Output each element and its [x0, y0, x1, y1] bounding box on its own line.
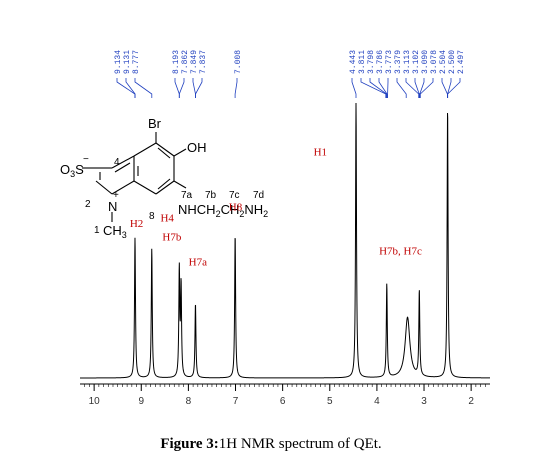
position-8: 8 — [149, 211, 155, 222]
peak-annotation-0: H2 — [130, 218, 143, 230]
shift-label-2.504: 2.504 — [439, 50, 448, 74]
minus-charge: − — [83, 154, 89, 165]
shift-leader-2.504 — [441, 78, 448, 98]
sulfonate-group: O3S — [60, 162, 84, 179]
shift-label-3.090: 3.090 — [421, 50, 430, 74]
caption-label: Figure 3: — [160, 436, 219, 452]
peak-annotation-5: H1 — [314, 146, 327, 158]
pyridine-bond — [111, 155, 135, 169]
x-tick-label-4: 4 — [374, 396, 380, 407]
shift-leader-3.090 — [419, 78, 425, 98]
side-position-7d: 7d — [253, 190, 264, 201]
shift-label-2.500: 2.500 — [448, 50, 457, 74]
x-tick-label-3: 3 — [421, 396, 427, 407]
x-tick-label-10: 10 — [89, 396, 101, 407]
shift-leader-2.500 — [447, 78, 452, 98]
peak-annotation-3: H7a — [189, 256, 207, 268]
figure-caption: Figure 3:1H NMR spectrum of QEt. — [0, 436, 542, 453]
shift-leader-7.008 — [234, 78, 238, 98]
shift-label-3.786: 3.786 — [376, 50, 385, 74]
br-atom: Br — [148, 116, 162, 131]
shift-leader-7.837 — [195, 78, 203, 98]
shift-leader-3.786 — [378, 78, 388, 98]
side-position-7a: 7a — [181, 190, 193, 201]
shift-label-3.798: 3.798 — [367, 50, 376, 74]
pyridine-bond — [111, 180, 135, 195]
nh-bond — [173, 180, 187, 189]
shift-label-8.777: 8.777 — [132, 50, 141, 74]
oh-group: OH — [187, 140, 207, 155]
x-tick-label-5: 5 — [327, 396, 333, 407]
shift-label-9.134: 9.134 — [114, 50, 123, 74]
plus-charge: + — [113, 190, 119, 201]
shift-leader-7.862 — [178, 78, 185, 98]
shift-label-3.379: 3.379 — [394, 50, 403, 74]
double-bond — [114, 162, 131, 173]
shift-label-7.837: 7.837 — [199, 50, 208, 74]
shift-leader-3.798 — [369, 78, 387, 98]
shift-label-4.443: 4.443 — [349, 50, 358, 74]
shift-leader-8.193 — [174, 78, 180, 98]
position-1: 1 — [94, 225, 100, 236]
spectrum-plot — [80, 102, 491, 379]
shift-label-7.862: 7.862 — [181, 50, 190, 74]
x-tick-label-2: 2 — [468, 396, 474, 407]
side-chain: NHCH2CH2NH2 — [178, 202, 268, 219]
oh-bond — [173, 148, 187, 157]
double-bond — [157, 178, 171, 190]
peak-annotation-2: H7b — [162, 232, 181, 244]
shift-leader-9.131 — [125, 78, 136, 98]
shift-label-3.113: 3.113 — [403, 50, 412, 74]
ppm-axis: 10 9 8 7 6 5 4 3 2 — [80, 383, 490, 407]
pyridine-bond — [95, 180, 113, 195]
benzene-bond — [155, 180, 175, 195]
position-4: 4 — [114, 157, 120, 168]
side-position-7c: 7c — [229, 190, 240, 201]
peak-annotation-1: H4 — [160, 212, 174, 224]
position-2: 2 — [85, 199, 91, 210]
side-position-7b: 7b — [205, 190, 217, 201]
shift-leader-3.113 — [405, 78, 420, 98]
shift-label-3.773: 3.773 — [385, 50, 394, 74]
x-tick-label-9: 9 — [138, 396, 144, 407]
shift-label-7.008: 7.008 — [234, 50, 243, 74]
peak-annotation-4: H8 — [229, 201, 243, 213]
caption-text: 1H NMR spectrum of QEt. — [218, 436, 382, 452]
shift-label-3.102: 3.102 — [412, 50, 421, 74]
x-tick-label-7: 7 — [233, 396, 239, 407]
x-tick-label-6: 6 — [280, 396, 286, 407]
shift-leader-3.102 — [414, 78, 420, 98]
shift-leader-2.497 — [447, 78, 461, 98]
ring-nitrogen: N — [108, 199, 117, 214]
shift-leader-3.811 — [360, 78, 387, 98]
shift-label-9.131: 9.131 — [123, 50, 132, 74]
shift-label-7.849: 7.849 — [190, 50, 199, 74]
peak-annotation-6: H7b, H7c — [379, 245, 422, 257]
double-bond — [157, 147, 171, 159]
benzene-bond — [133, 142, 157, 157]
shift-leader-4.443 — [351, 78, 357, 98]
methyl-group: CH3 — [103, 223, 127, 240]
shift-label-8.193: 8.193 — [172, 50, 181, 74]
shift-label-2.497: 2.497 — [457, 50, 466, 74]
shift-leader-3.078 — [419, 78, 434, 98]
shift-label-3.811: 3.811 — [358, 50, 367, 74]
shift-leader-8.777 — [134, 78, 153, 98]
shift-leader-3.379 — [396, 78, 407, 98]
spectrum-line — [80, 102, 491, 379]
benzene-bond — [133, 180, 157, 195]
x-tick-label-8: 8 — [186, 396, 192, 407]
shift-label-3.078: 3.078 — [430, 50, 439, 74]
benzene-bond — [155, 142, 175, 157]
